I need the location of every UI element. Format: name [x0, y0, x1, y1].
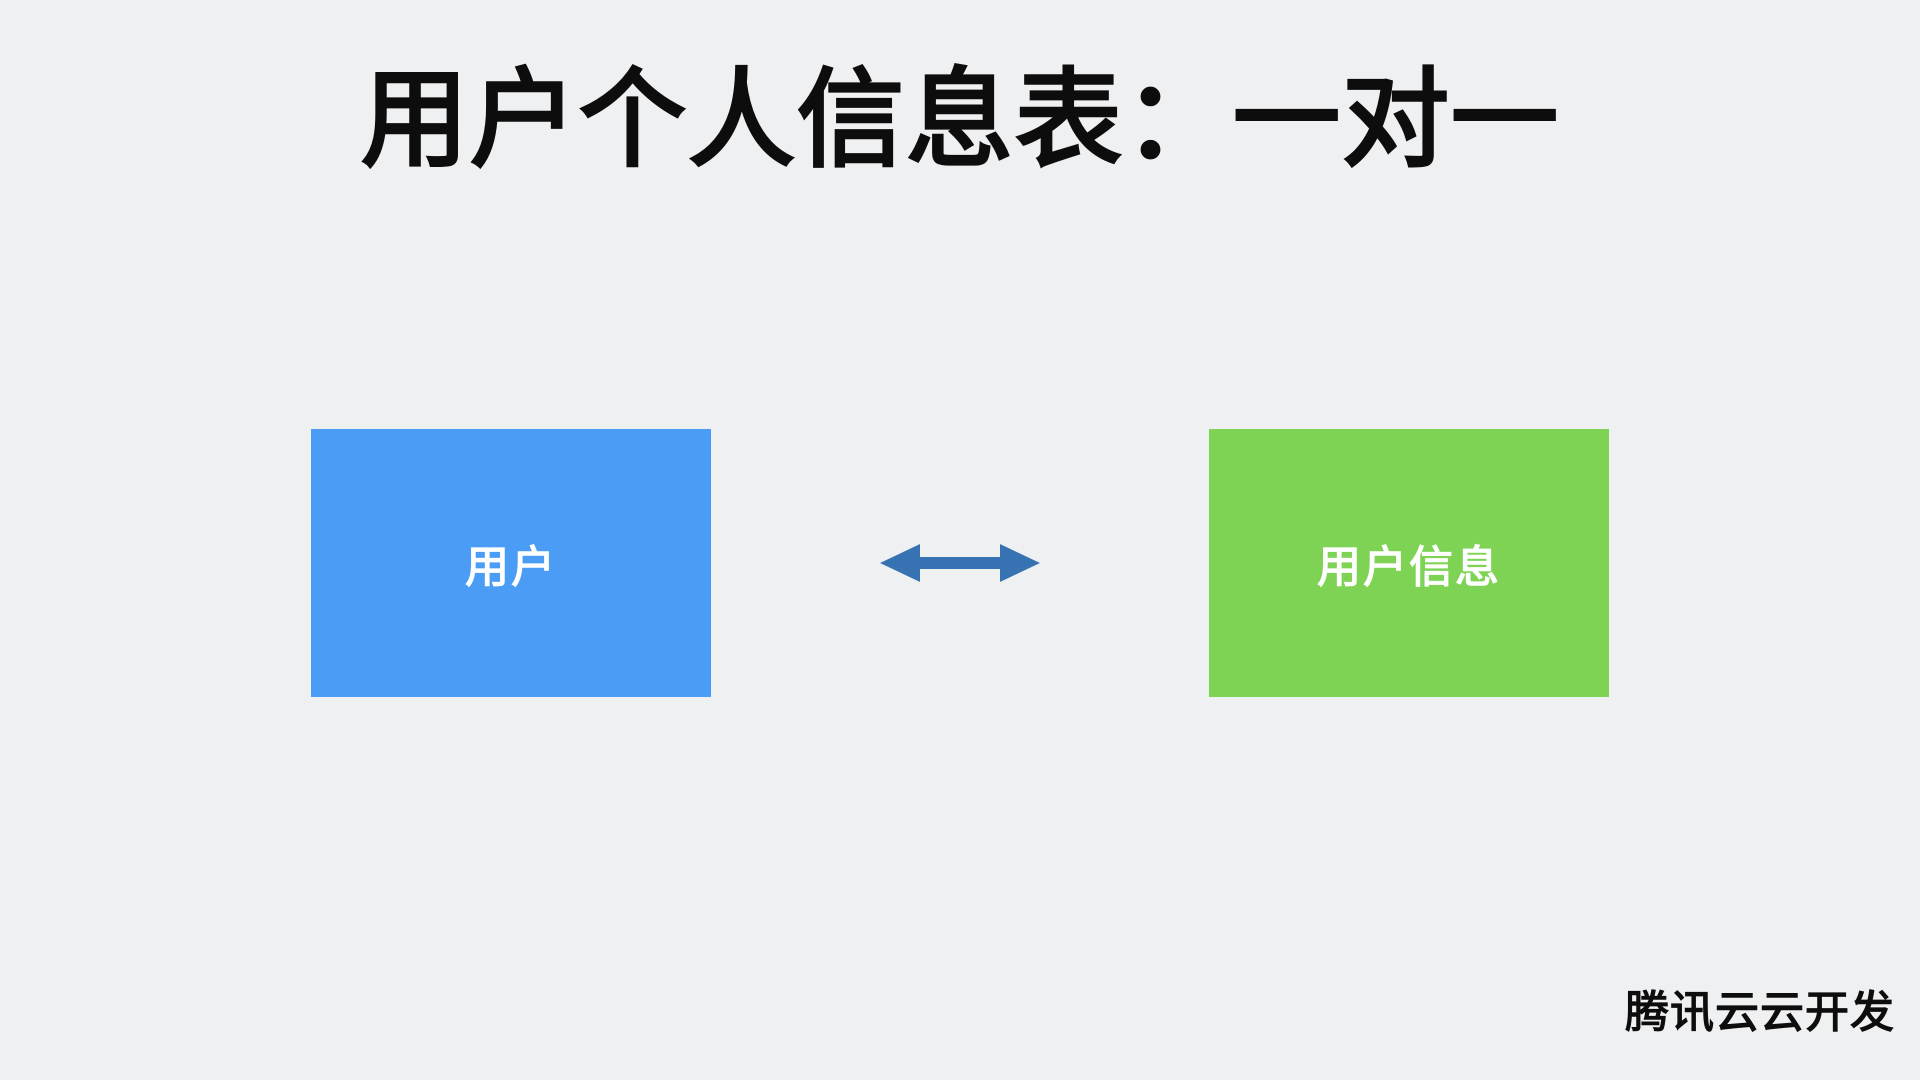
double-arrow-icon [880, 544, 1040, 582]
entity-box-user-info: 用户信息 [1209, 429, 1609, 697]
brand-watermark: 腾讯云云开发 [1625, 988, 1895, 1037]
entity-box-user: 用户 [311, 429, 711, 697]
slide-title: 用户个人信息表：一对一 [360, 59, 1560, 180]
entity-box-user-label: 用户 [465, 543, 557, 592]
double-arrow-shape [880, 544, 1040, 582]
entity-box-user-info-label: 用户信息 [1317, 543, 1501, 592]
